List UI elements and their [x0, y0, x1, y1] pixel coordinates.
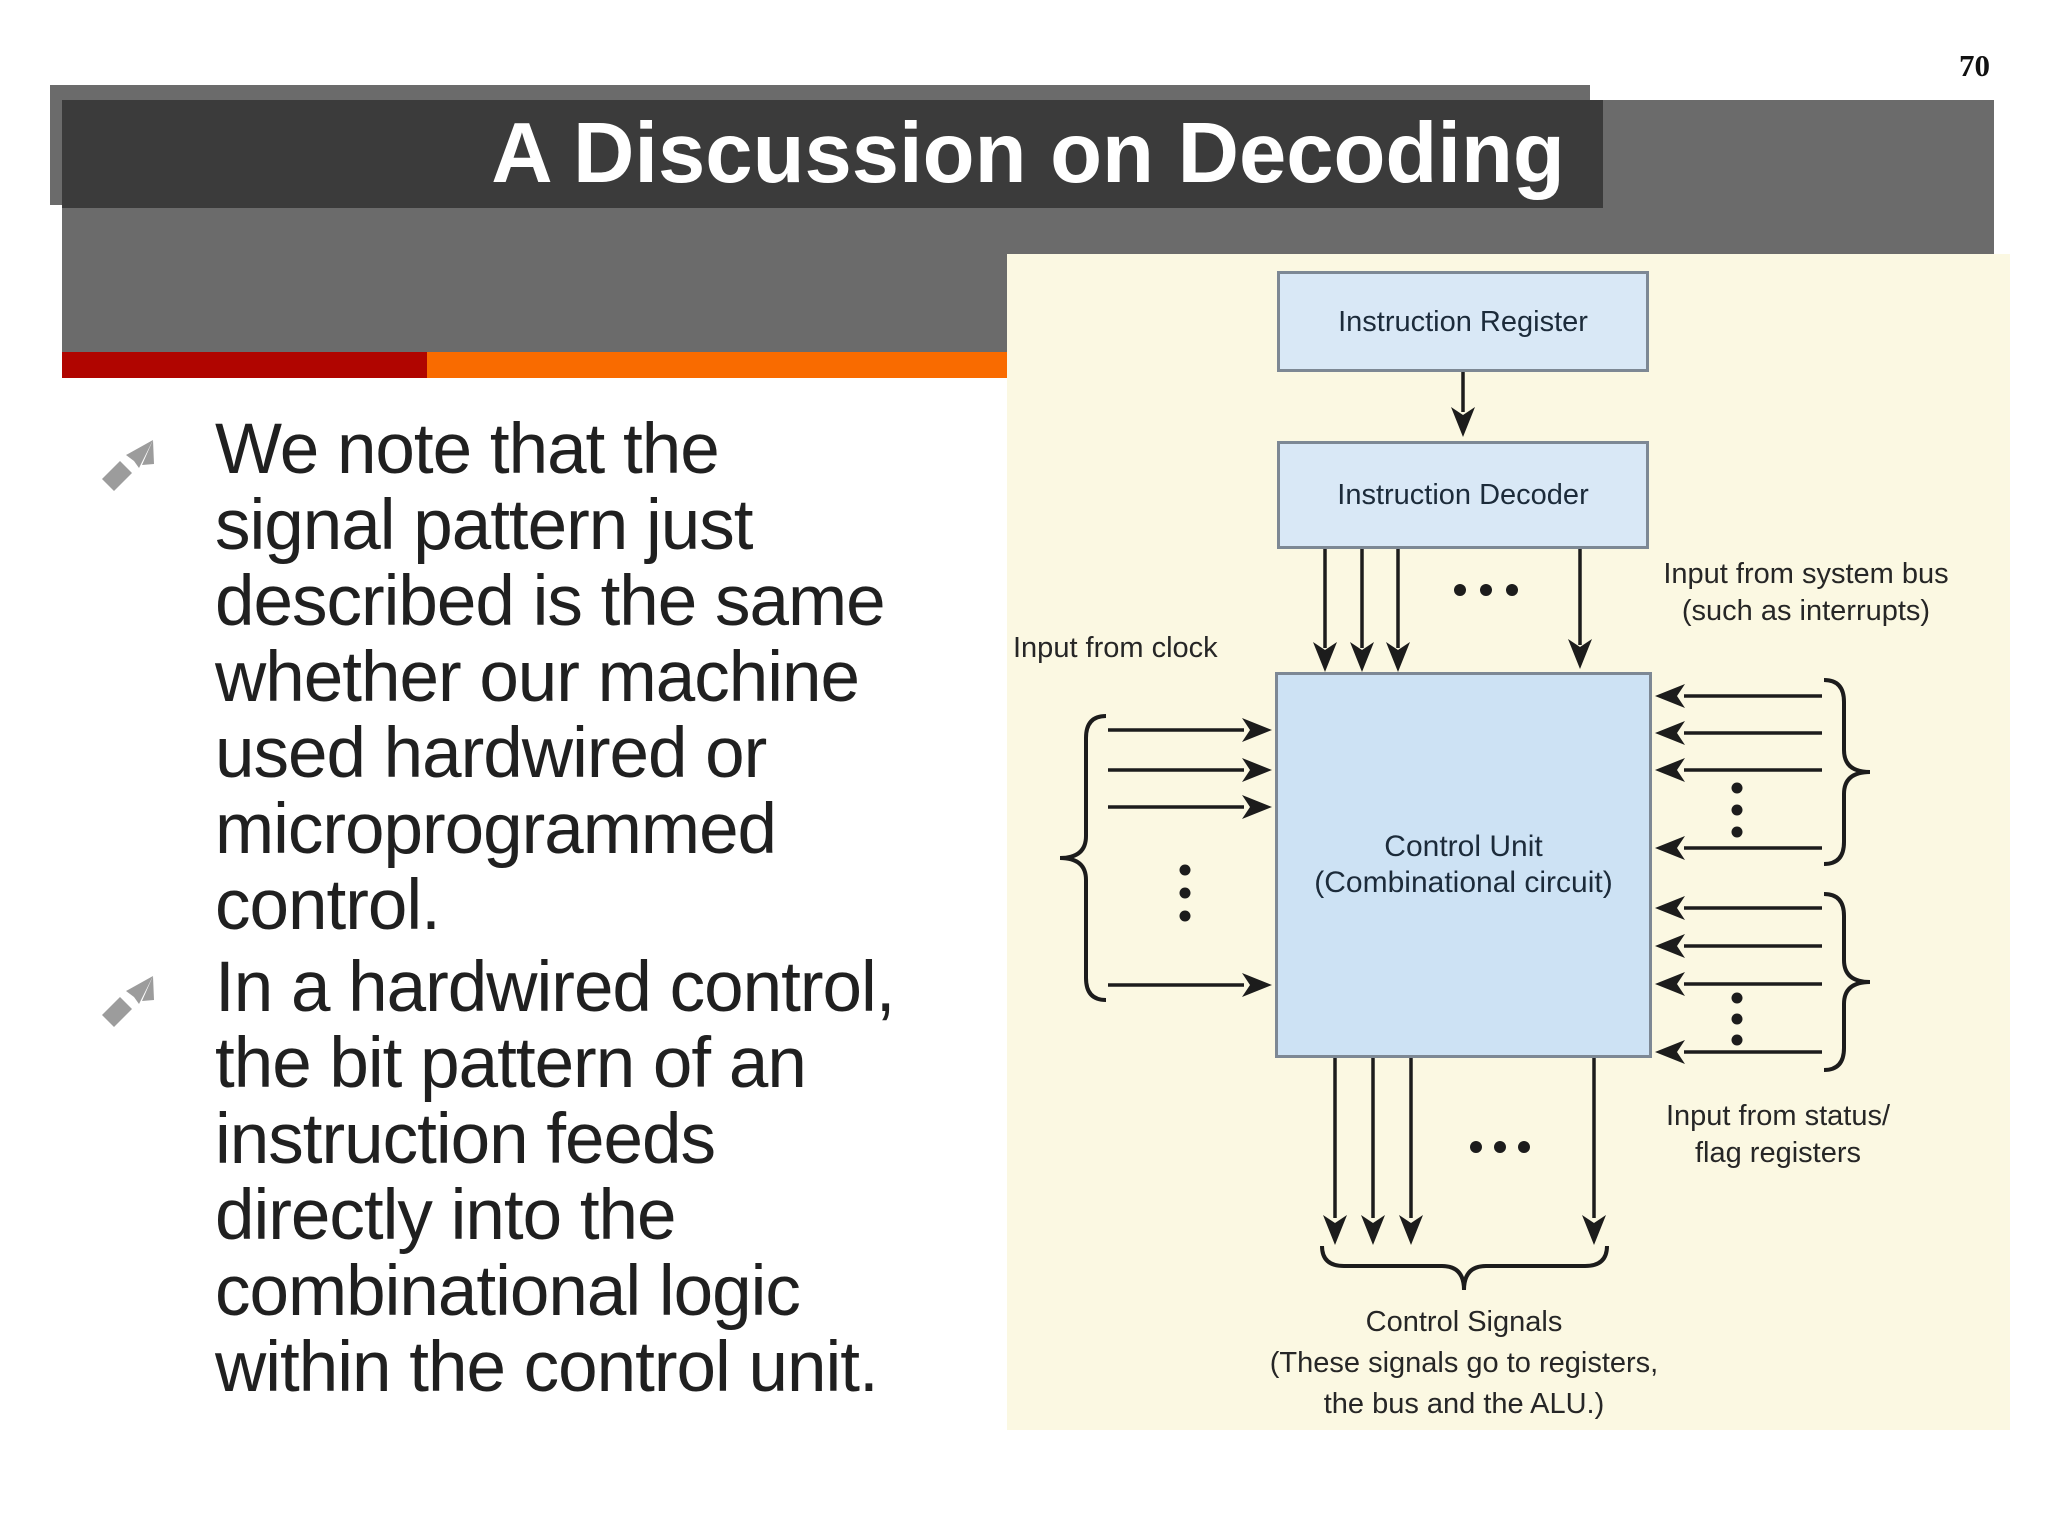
diagram-arrows — [1059, 372, 1871, 1291]
red-accent-stripe — [62, 352, 427, 378]
title-banner — [62, 100, 1603, 208]
page-number: 70 — [1959, 48, 1990, 83]
right-input-brace-top — [1823, 678, 1871, 866]
page-title-container: A Discussion on Decoding — [62, 100, 1994, 208]
bullet-text-2: In a hardwired control, the bit pattern … — [215, 948, 895, 1407]
input-from-clock-label: Input from clock — [1013, 632, 1218, 664]
instruction-decoder-box: Instruction Decoder — [1277, 441, 1649, 549]
instruction-register-box: Instruction Register — [1277, 271, 1649, 372]
control-signals-label: Control Signals (These signals go to reg… — [1269, 1306, 1659, 1420]
northeast-arrow-icon — [98, 972, 158, 1037]
control-signals-brace — [1320, 1245, 1609, 1291]
input-from-system-bus-label: Input from system bus (such as interrupt… — [1663, 558, 1949, 627]
left-input-brace — [1059, 714, 1107, 1002]
control-unit-box: Control Unit (Combinational circuit) — [1275, 672, 1652, 1058]
right-input-brace-bottom — [1823, 892, 1871, 1072]
input-from-status-label: Input from status/ flag registers — [1665, 1100, 1891, 1169]
page-title: A Discussion on Decoding — [491, 106, 1565, 201]
bullet-text-1: We note that the signal pattern just des… — [215, 410, 886, 945]
northeast-arrow-icon — [98, 436, 158, 501]
